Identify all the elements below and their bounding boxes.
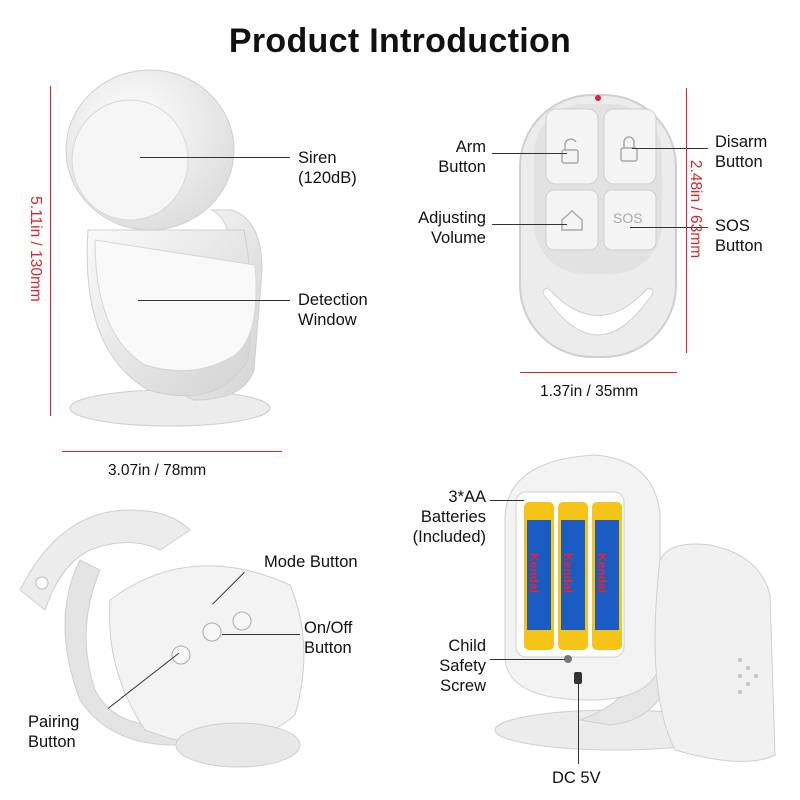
sos-label-line1: SOS [715, 217, 750, 235]
page-title: Product Introduction [228, 22, 572, 60]
sos-key-text: SOS [613, 210, 643, 226]
arm-button-label: Arm Button [400, 137, 486, 177]
remote-height-dim-line [686, 88, 687, 353]
battery-3 [592, 502, 622, 650]
siren-label: Siren (120dB) [298, 148, 357, 188]
pairing-label-line2: Button [28, 733, 76, 751]
arm-leader-line [492, 153, 567, 154]
screw-label-line3: Screw [440, 677, 486, 695]
siren-height-dim-line [50, 86, 51, 416]
siren-label-line2: (120dB) [298, 169, 357, 187]
sos-leader-line [630, 227, 708, 228]
battery-brand-text-3: Kendal [595, 552, 610, 594]
siren-width-dim: 3.07in / 78mm [108, 462, 207, 479]
remote-width-dim: 1.37in / 35mm [540, 383, 639, 400]
pairing-label-line1: Pairing [28, 713, 80, 731]
remote-width-dim-line [520, 372, 677, 373]
detection-window-label: Detection Window [298, 290, 368, 330]
batteries-label: 3*AA Batteries (Included) [390, 487, 486, 547]
onoff-button-label: On/Off Button [304, 618, 352, 658]
onoff-label-line2: Button [304, 639, 352, 657]
screw-label-line1: Child [448, 637, 486, 655]
arm-label-line2: Button [438, 158, 486, 176]
detection-leader-line [138, 300, 290, 301]
battery-1 [524, 502, 554, 650]
arm-label-line1: Arm [455, 138, 486, 156]
dc-leader-line [578, 684, 579, 764]
mode-button-label: Mode Button [264, 553, 358, 571]
screw-leader-line [490, 659, 565, 660]
sos-label-line2: Button [715, 237, 763, 255]
detection-label-line2: Window [298, 311, 357, 329]
siren-width-dim-line [62, 451, 282, 452]
battery-brand-text-1: Kendal [527, 552, 542, 594]
adjusting-volume-label: Adjusting Volume [392, 208, 486, 248]
dc-5v-label: DC 5V [552, 769, 601, 787]
volume-label-line2: Volume [430, 229, 486, 247]
pairing-button-label: Pairing Button [28, 712, 79, 752]
batteries-label-line3: (Included) [412, 528, 486, 546]
onoff-label-line1: On/Off [304, 619, 353, 637]
batteries-leader-line [490, 500, 524, 501]
onoff-leader-line [222, 634, 300, 635]
detection-label-line1: Detection [298, 291, 368, 309]
volume-leader-line [492, 224, 567, 225]
siren-leader-line [140, 157, 290, 158]
sos-button-label: SOS Button [715, 216, 763, 256]
batteries-label-line2: Batteries [420, 508, 486, 526]
siren-label-line1: Siren [298, 149, 337, 167]
disarm-label-line1: Disarm [715, 133, 768, 151]
disarm-label-line2: Button [715, 153, 763, 171]
child-safety-screw-label: Child Safety Screw [394, 636, 486, 696]
battery-brand-text-2: Kendal [561, 552, 576, 594]
batteries-label-line1: 3*AA [448, 488, 486, 506]
battery-2 [558, 502, 588, 650]
volume-label-line1: Adjusting [418, 209, 486, 227]
disarm-button-label: Disarm Button [715, 132, 767, 172]
screw-label-line2: Safety [439, 657, 486, 675]
disarm-leader-line [632, 148, 708, 149]
